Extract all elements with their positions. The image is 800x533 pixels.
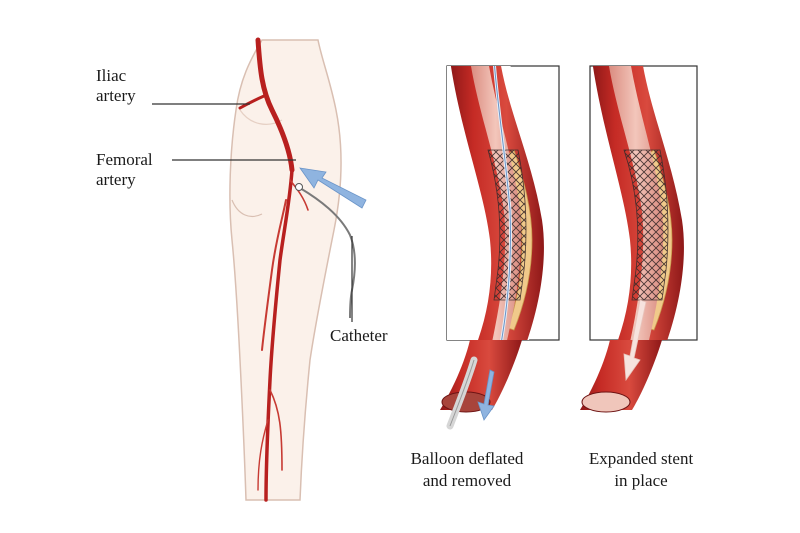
catheter-tube	[299, 187, 356, 319]
iliac-label-line2: artery	[96, 86, 136, 105]
femoral-label-line1: Femoral	[96, 150, 153, 169]
femoral-artery-shape	[264, 168, 294, 502]
artery-branch-small	[289, 179, 309, 211]
right-vessel-opening	[581, 391, 631, 413]
iliac-label-line1: Iliac	[96, 66, 127, 85]
leg	[229, 37, 367, 502]
right-caption: Expanded stent in place	[556, 448, 726, 492]
femoral-label-line2: artery	[96, 170, 136, 189]
buttock-contour	[231, 199, 263, 218]
insertion-arrow	[299, 167, 367, 209]
artery-branch-knee2	[257, 419, 269, 491]
leader-lines	[152, 103, 353, 322]
left-stent	[487, 149, 527, 301]
left-caption-line1: Balloon deflated	[410, 449, 524, 468]
right-caption-line2: in place	[614, 471, 668, 490]
right-flow-arrow	[623, 299, 647, 382]
left-caption: Balloon deflated and removed	[382, 448, 552, 492]
right-caption-line1: Expanded stent	[588, 449, 694, 468]
catheter-label: Catheter	[330, 326, 388, 345]
iliac-artery-label: Iliac artery	[96, 66, 136, 106]
catheter-entry	[295, 183, 303, 191]
deep-femoral-branch	[261, 199, 287, 351]
left-withdraw-arrow	[477, 369, 495, 421]
iliac-artery-shape	[255, 37, 295, 173]
iliac-branch	[238, 94, 266, 110]
right-vessel-panel	[580, 65, 698, 413]
artery-branch-knee	[269, 389, 283, 471]
right-stent	[623, 149, 669, 301]
femoral-artery-label: Femoral artery	[96, 150, 153, 190]
leg-outline	[229, 39, 342, 501]
left-caption-line2: and removed	[422, 471, 512, 490]
left-vessel-panel	[440, 65, 560, 430]
